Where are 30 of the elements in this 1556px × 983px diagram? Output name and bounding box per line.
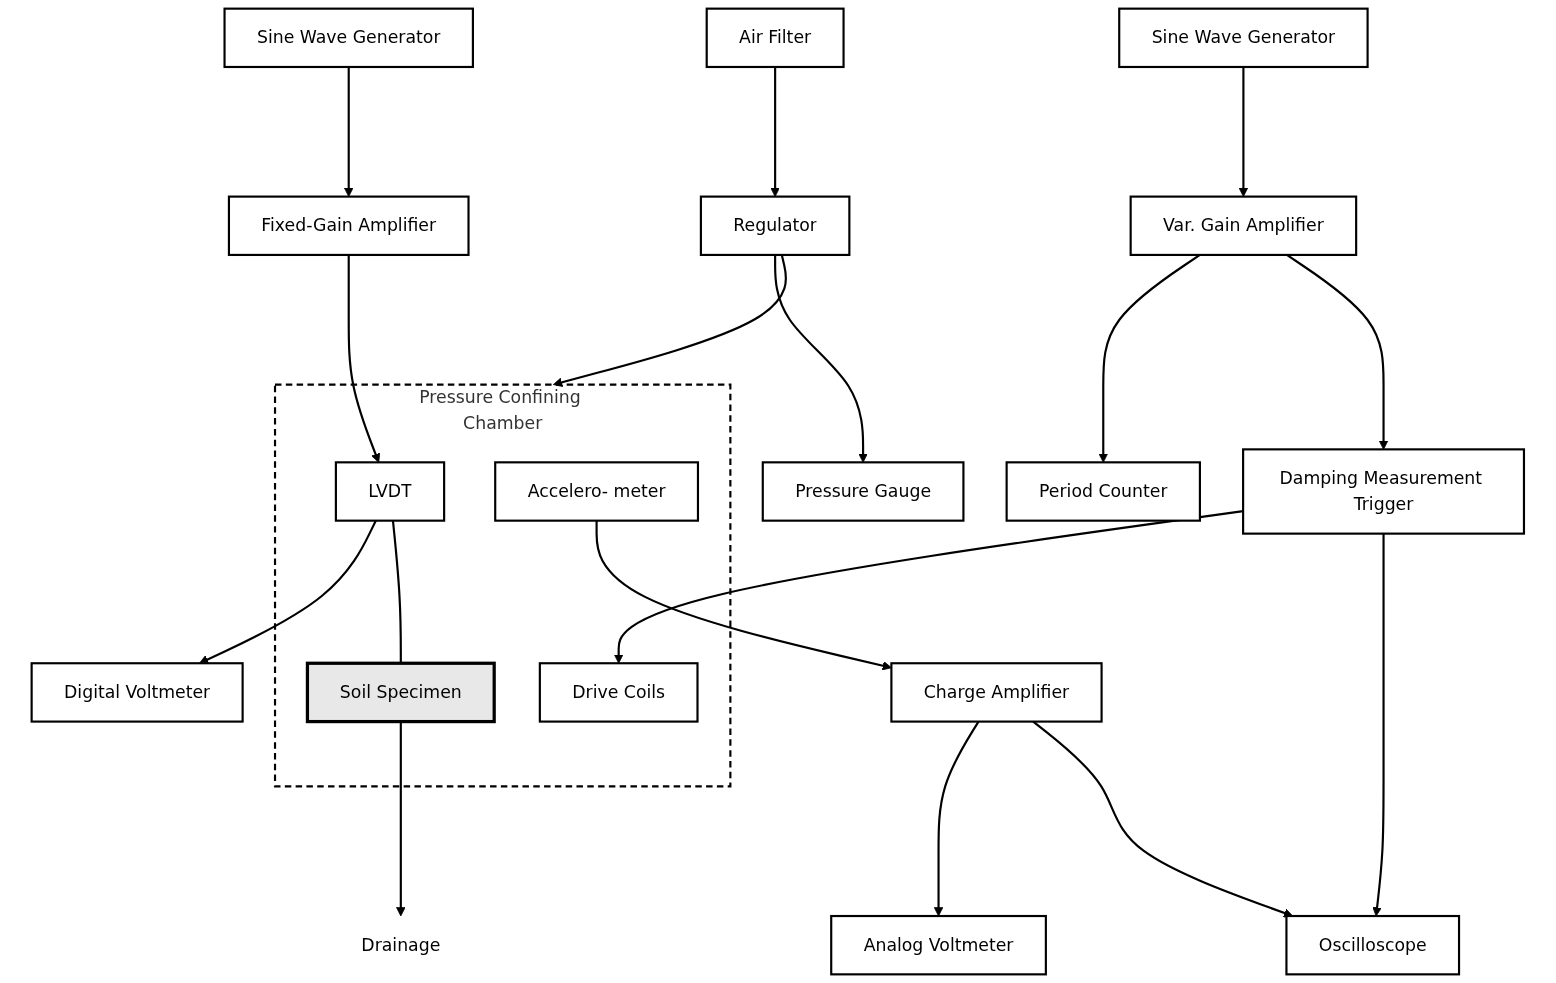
node-box: Digital Voltmeter	[30, 662, 244, 723]
node-box: LVDT	[335, 461, 446, 522]
arrow	[347, 254, 381, 463]
arrow	[614, 510, 1244, 664]
node-box: Charge Amplifier	[890, 662, 1103, 723]
arrow	[553, 254, 788, 387]
node-box: Oscilloscope	[1285, 914, 1461, 976]
node-box: Fixed-Gain Amplifier	[228, 195, 470, 256]
node-box: Soil Specimen	[306, 661, 496, 724]
node-box: Sine Wave Generator	[1118, 7, 1369, 69]
node-box: Var. Gain Amplifier	[1129, 195, 1358, 256]
connector	[392, 520, 403, 664]
node-box: Damping Measurement Trigger	[1242, 448, 1526, 535]
node-box: Accelero- meter	[494, 461, 700, 522]
arrow	[1098, 254, 1201, 463]
arrow	[1286, 254, 1389, 450]
node-box: Air Filter	[705, 7, 845, 69]
node-box: Pressure Gauge	[761, 461, 965, 522]
arrow	[595, 520, 892, 671]
arrow	[934, 721, 980, 917]
arrow	[199, 520, 377, 664]
node-box: Sine Wave Generator	[223, 7, 475, 69]
node-box: Regulator	[700, 195, 851, 256]
node-box: Drive Coils	[538, 662, 699, 723]
arrow	[396, 721, 406, 917]
arrow	[1372, 533, 1385, 917]
arrow	[774, 254, 869, 463]
node-box: Analog Voltmeter	[830, 914, 1048, 976]
node-text: Drainage	[361, 934, 441, 955]
node-box: Period Counter	[1005, 461, 1202, 522]
